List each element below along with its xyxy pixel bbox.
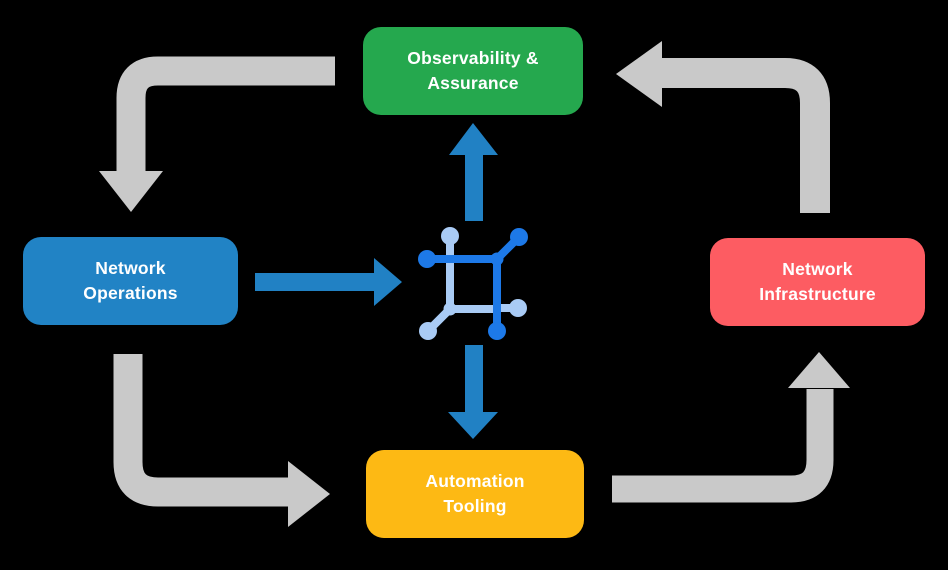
cycle-arrow-observability-to-operations (99, 56, 335, 212)
arrowhead-up-icon (449, 123, 498, 155)
node-label: Observability & Assurance (407, 47, 539, 93)
arrowhead-down-icon (99, 171, 163, 212)
flow-arrow-operations-to-hub (255, 258, 402, 306)
arrowhead-right-icon (374, 258, 402, 306)
cycle-arrow-automation-to-infrastructure (612, 352, 850, 503)
node-label: Network Infrastructure (759, 258, 876, 304)
arrowhead-left-icon (616, 41, 662, 107)
node-label: Automation Tooling (425, 470, 525, 516)
arrowhead-down-icon (448, 412, 498, 439)
node-automation-tooling: Automation Tooling (366, 450, 584, 538)
cycle-arrow-operations-to-automation (113, 354, 330, 527)
node-network-operations: Network Operations (23, 237, 238, 325)
arrowhead-up-icon (788, 352, 850, 388)
arrowhead-right-icon (288, 461, 330, 527)
node-observability-assurance: Observability & Assurance (363, 27, 583, 115)
network-hub-icon (418, 227, 528, 340)
node-label: Network Operations (83, 257, 178, 303)
flow-arrow-hub-to-automation (448, 345, 498, 439)
flow-arrow-hub-to-observability (449, 123, 498, 221)
node-network-infrastructure: Network Infrastructure (710, 238, 925, 326)
cycle-arrow-infrastructure-to-observability (616, 41, 830, 213)
